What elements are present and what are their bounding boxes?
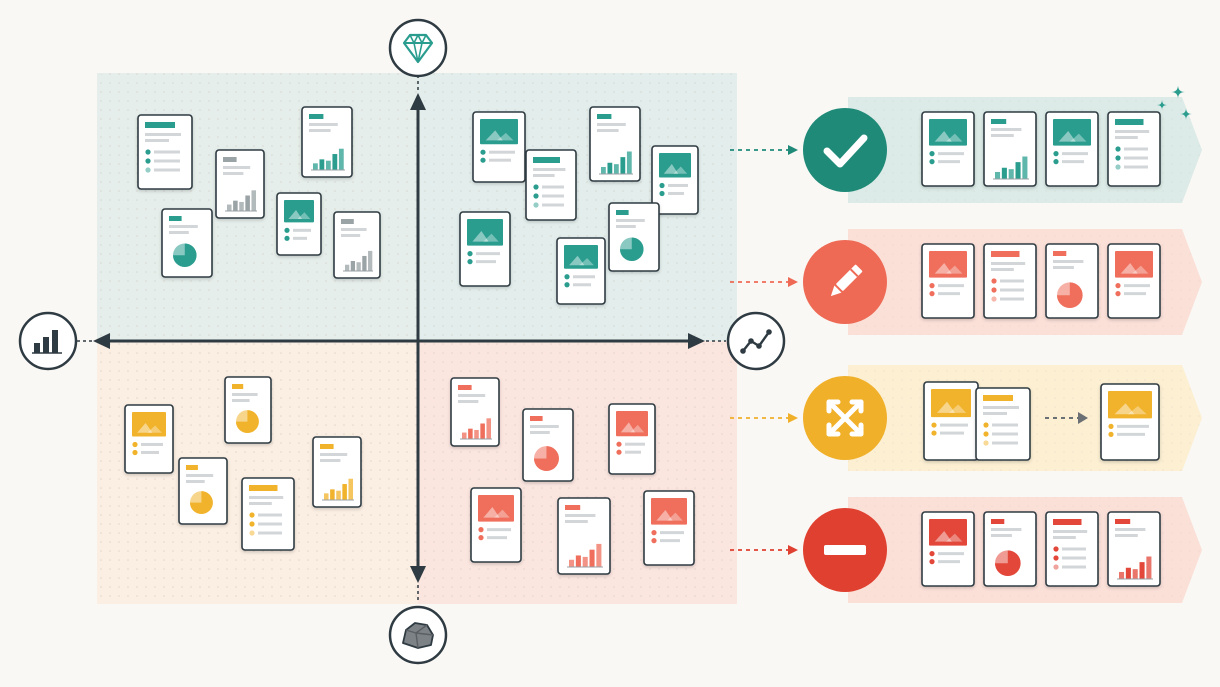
arrow-left bbox=[93, 333, 110, 349]
action-card bbox=[921, 511, 975, 587]
quadrant-card bbox=[651, 145, 699, 215]
quadrant-card bbox=[124, 404, 174, 474]
rock-icon bbox=[388, 605, 448, 665]
action-row-keep bbox=[730, 85, 1202, 203]
quadrant-card bbox=[589, 106, 641, 182]
action-card bbox=[983, 243, 1037, 319]
quadrant-card bbox=[333, 211, 381, 279]
connector-arrowhead bbox=[788, 413, 798, 423]
action-row-merge bbox=[730, 365, 1202, 471]
action-card bbox=[1107, 243, 1161, 319]
quadrant-card bbox=[312, 436, 362, 508]
arrow-down bbox=[410, 566, 426, 583]
trend-line-icon bbox=[726, 311, 786, 371]
quadrant-cards bbox=[124, 106, 699, 575]
axes bbox=[77, 75, 726, 603]
action-card bbox=[1107, 511, 1161, 587]
quadrant-card bbox=[608, 202, 660, 272]
quadrant-card bbox=[556, 237, 606, 305]
check-icon bbox=[803, 108, 887, 192]
merge-arrowhead bbox=[1078, 412, 1088, 424]
diamond-icon bbox=[388, 18, 448, 78]
quadrant-card bbox=[276, 192, 322, 256]
action-row-edit bbox=[730, 229, 1202, 335]
quadrant-card bbox=[301, 106, 353, 178]
action-card bbox=[1045, 111, 1099, 187]
action-card bbox=[975, 387, 1031, 461]
quadrant-card bbox=[459, 211, 511, 287]
action-card bbox=[1045, 511, 1099, 587]
quadrant-card bbox=[161, 208, 213, 278]
quadrant-card bbox=[522, 408, 574, 482]
quadrant-card bbox=[608, 403, 656, 475]
action-card bbox=[1045, 243, 1099, 319]
action-card bbox=[983, 111, 1037, 187]
action-row-remove bbox=[730, 497, 1202, 603]
quadrant-card bbox=[137, 114, 193, 190]
action-card bbox=[1107, 111, 1161, 187]
action-card bbox=[921, 111, 975, 187]
connector-arrowhead bbox=[788, 145, 798, 155]
bar-chart-icon bbox=[18, 311, 78, 371]
action-card bbox=[923, 381, 979, 461]
sparkles-icon bbox=[1157, 85, 1192, 120]
connector-arrowhead bbox=[788, 545, 798, 555]
quadrant-card bbox=[241, 477, 295, 551]
quadrant-card bbox=[215, 149, 265, 219]
action-card bbox=[921, 243, 975, 319]
quadrant-card bbox=[450, 377, 500, 447]
quadrant-card bbox=[178, 457, 228, 525]
arrow-up bbox=[410, 93, 426, 110]
quadrant-card bbox=[557, 497, 611, 575]
quadrant-card bbox=[472, 111, 526, 183]
merged-card bbox=[1100, 383, 1160, 461]
quadrant-card bbox=[525, 149, 577, 221]
arrow-right bbox=[688, 333, 705, 349]
action-card bbox=[983, 511, 1037, 587]
merge-icon bbox=[803, 376, 887, 460]
quadrant-card bbox=[470, 487, 522, 563]
quadrant-card bbox=[643, 490, 695, 566]
pencil-icon bbox=[803, 240, 887, 324]
minus-icon bbox=[803, 508, 887, 592]
action-rows bbox=[730, 85, 1202, 603]
connector-arrowhead bbox=[788, 277, 798, 287]
quadrant-card bbox=[224, 376, 272, 444]
